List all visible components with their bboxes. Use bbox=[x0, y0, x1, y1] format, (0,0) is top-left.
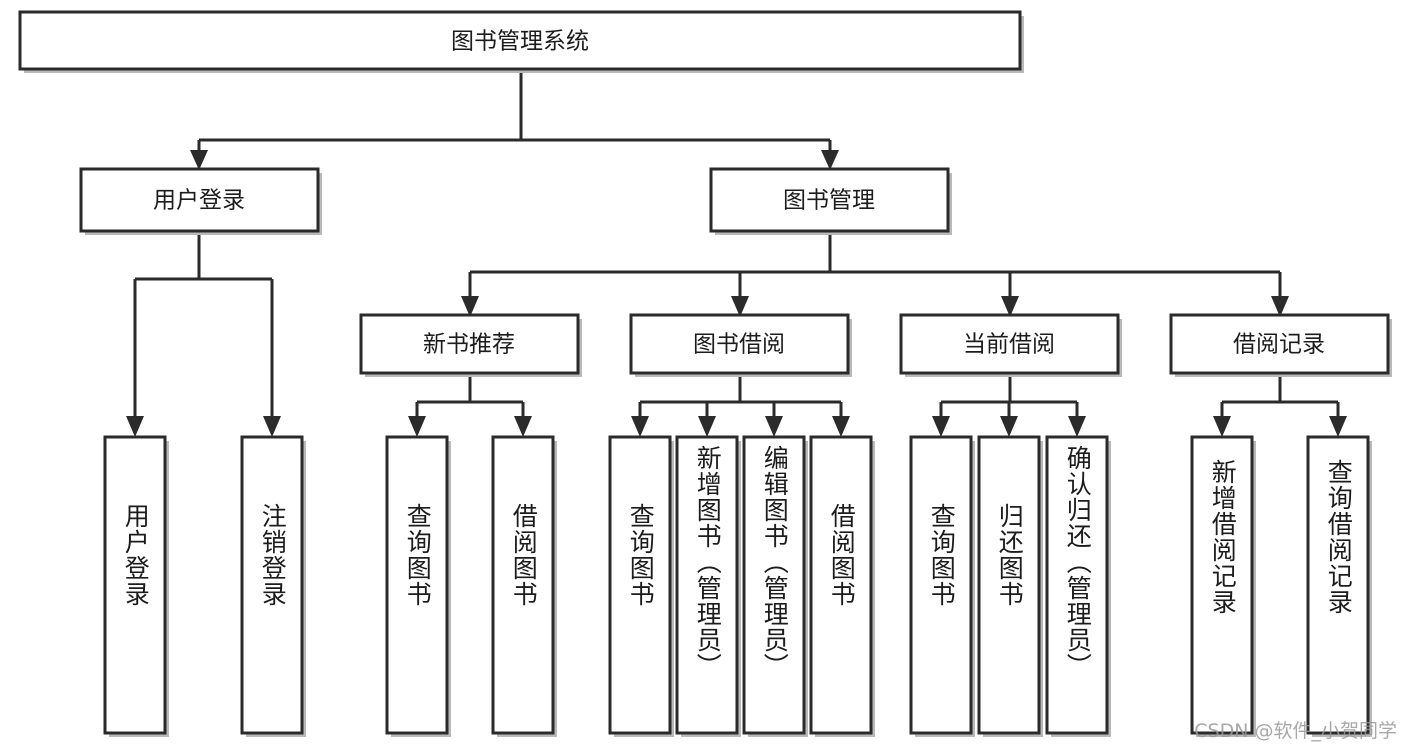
edge-layer bbox=[126, 72, 1347, 437]
arrow-root-to-book-mgmt bbox=[821, 150, 839, 170]
node-leaf-borrow-record-2-box[interactable] bbox=[1306, 435, 1370, 735]
arrow-book-borrow-leaf3 bbox=[765, 416, 783, 437]
node-root-box[interactable] bbox=[18, 10, 1022, 71]
node-leaf-current-borrow-1-box[interactable] bbox=[909, 435, 973, 735]
node-leaf-borrow-record-1-box[interactable] bbox=[1190, 435, 1254, 735]
node-leaf-current-borrow-2-box[interactable] bbox=[977, 435, 1041, 735]
node-leaf-current-borrow-3-box[interactable] bbox=[1045, 435, 1109, 735]
node-leaf-book-borrow-3-box[interactable] bbox=[742, 435, 806, 735]
arrow-user-login-leaf2 bbox=[263, 416, 281, 437]
node-book-borrow-label: 图书借阅 bbox=[693, 332, 785, 358]
arrow-new-books-leaf1 bbox=[408, 416, 426, 437]
arrow-borrow-record-leaf2 bbox=[1329, 416, 1347, 437]
arrow-current-borrow-leaf1 bbox=[932, 416, 950, 437]
arrow-book-borrow-leaf2 bbox=[698, 416, 716, 437]
node-layer: 图书管理系统 用户登录 图书管理 新书推荐 图书借阅 当前借阅 借阅记录 bbox=[18, 10, 1392, 737]
arrow-book-borrow-leaf4 bbox=[832, 416, 850, 437]
arrow-book-borrow-leaf1 bbox=[631, 416, 649, 437]
node-leaf-user-login-1-box[interactable] bbox=[103, 435, 167, 735]
arrow-book-mgmt-c2 bbox=[731, 296, 749, 317]
node-new-books-label: 新书推荐 bbox=[423, 332, 515, 358]
node-user-login-box[interactable] bbox=[79, 167, 320, 233]
node-new-books-box[interactable] bbox=[359, 313, 580, 375]
node-leaf-new-books-2-box[interactable] bbox=[491, 435, 555, 735]
arrow-current-borrow-leaf3 bbox=[1068, 416, 1086, 437]
node-current-borrow-box[interactable] bbox=[899, 313, 1120, 375]
arrow-book-mgmt-c3 bbox=[1001, 296, 1019, 317]
node-borrow-record-box[interactable] bbox=[1169, 313, 1390, 375]
node-book-mgmt-label: 图书管理 bbox=[783, 188, 875, 214]
arrow-current-borrow-leaf2 bbox=[1000, 416, 1018, 437]
node-leaf-book-borrow-4-box[interactable] bbox=[809, 435, 873, 735]
arrow-book-mgmt-c4 bbox=[1271, 296, 1289, 317]
arrow-new-books-leaf2 bbox=[514, 416, 532, 437]
node-root-label: 图书管理系统 bbox=[451, 29, 589, 55]
node-borrow-record-label: 借阅记录 bbox=[1233, 332, 1325, 358]
arrow-borrow-record-leaf1 bbox=[1213, 416, 1231, 437]
arrow-user-login-leaf1 bbox=[126, 416, 144, 437]
node-leaf-new-books-1-box[interactable] bbox=[385, 435, 449, 735]
node-leaf-book-borrow-1-box[interactable] bbox=[608, 435, 672, 735]
node-current-borrow-label: 当前借阅 bbox=[963, 332, 1055, 358]
arrow-book-mgmt-c1 bbox=[461, 296, 479, 317]
node-book-borrow-box[interactable] bbox=[629, 313, 850, 375]
node-leaf-book-borrow-2-box[interactable] bbox=[675, 435, 739, 735]
node-book-mgmt-box[interactable] bbox=[709, 167, 950, 233]
arrow-root-to-user-login bbox=[190, 150, 208, 170]
node-leaf-user-login-2-box[interactable] bbox=[240, 435, 304, 735]
node-user-login-label: 用户登录 bbox=[153, 188, 245, 214]
